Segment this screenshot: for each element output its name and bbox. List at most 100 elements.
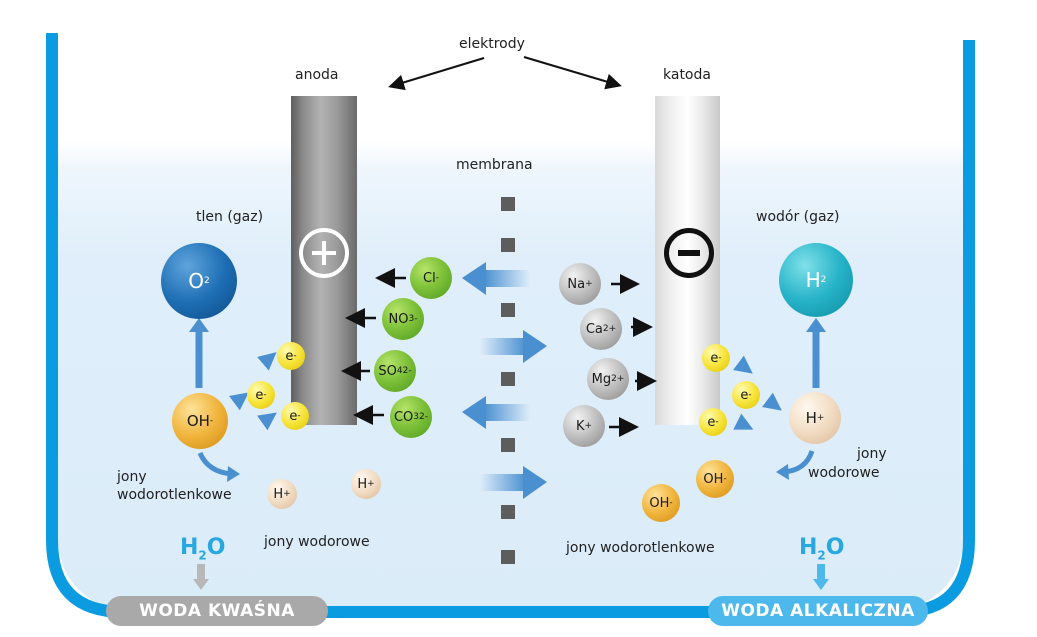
plus-icon xyxy=(299,228,349,278)
ion-charge: - xyxy=(209,416,214,426)
oxygen-gas-label: tlen (gaz) xyxy=(196,209,264,225)
electron: e- xyxy=(702,344,730,372)
ion-symbol: NO xyxy=(388,311,409,327)
ion-symbol: Mg xyxy=(591,371,612,387)
anode-label: anoda xyxy=(295,67,339,83)
left-bottom-label: jony wodorowe xyxy=(264,534,370,550)
o2-subscript: 2 xyxy=(204,276,210,286)
minus-icon xyxy=(664,228,714,278)
electron-charge: - xyxy=(715,417,719,427)
acidic-water-badge: WODA KWAŚNA xyxy=(106,596,328,626)
flow-arrow-left xyxy=(462,396,530,429)
ion-charge: + xyxy=(585,279,593,289)
ion-symbol: OH xyxy=(703,471,724,487)
membrane-segment xyxy=(501,303,515,317)
ion-symbol: H xyxy=(357,476,368,492)
ion-subscript: 3 xyxy=(413,412,420,422)
membrane-segment xyxy=(501,505,515,519)
electron-arrow xyxy=(257,352,277,371)
electron-symbol: e xyxy=(740,387,749,403)
membrane-label: membrana xyxy=(456,157,533,173)
ion-charge: + xyxy=(816,413,825,423)
right-ion-label-line1: jony xyxy=(857,446,887,462)
flow-arrow-left xyxy=(462,262,530,295)
electron-charge: - xyxy=(263,390,267,400)
hydroxide-ion: OH- xyxy=(696,460,734,498)
electron-symbol: e xyxy=(710,350,719,366)
curved-arrow-left xyxy=(197,451,233,477)
electron-charge: - xyxy=(748,390,752,400)
ion-charge: - xyxy=(414,314,418,324)
electron: e- xyxy=(277,342,305,370)
electron-charge: - xyxy=(297,411,301,421)
ion-subscript: 3 xyxy=(408,314,415,324)
water-label-left: H2O xyxy=(180,535,225,562)
ion-charge: 2+ xyxy=(602,324,617,334)
ion-symbol: OH xyxy=(649,495,670,511)
cation-sodium: Na+ xyxy=(559,263,601,305)
water-o: O xyxy=(825,535,845,560)
cation-potassium: K+ xyxy=(563,405,605,447)
right-ion-label-line2: wodorowe xyxy=(808,465,880,481)
pointer-arrow-anode xyxy=(388,57,485,91)
ion-charge: 2- xyxy=(419,412,429,422)
hydrogen-gas-label: wodór (gaz) xyxy=(756,209,840,225)
cathode-label: katoda xyxy=(663,67,711,83)
electron-charge: - xyxy=(293,351,297,361)
ion-charge: - xyxy=(669,498,673,508)
electron-arrow xyxy=(229,392,249,411)
ion-charge: - xyxy=(435,273,439,283)
ion-symbol: SO xyxy=(378,363,397,379)
electrodes-label: elektrody xyxy=(459,36,525,52)
electron: e- xyxy=(247,381,275,409)
membrane-segment xyxy=(501,197,515,211)
ion-charge: 2+ xyxy=(611,374,625,384)
ion-symbol: Cl xyxy=(423,270,436,286)
hydrogen-ion: H+ xyxy=(351,469,381,499)
ion-symbol: H xyxy=(805,409,817,427)
electron-symbol: e xyxy=(707,414,716,430)
electron-symbol: e xyxy=(255,387,264,403)
ion-charge: + xyxy=(584,421,593,431)
ion-charge: 2- xyxy=(402,366,412,376)
water-h: H xyxy=(799,535,818,560)
water-sub: 2 xyxy=(198,548,207,563)
hydroxide-ion: OH- xyxy=(642,484,680,522)
hydrogen-ion: H+ xyxy=(267,479,297,509)
electron-arrow xyxy=(762,392,782,411)
anion-chloride: Cl- xyxy=(410,257,452,299)
electron: e- xyxy=(732,381,760,409)
ion-symbol: Ca xyxy=(585,321,603,337)
left-ion-label-line1: jony xyxy=(117,469,147,485)
water-sub: 2 xyxy=(817,548,826,563)
water-down-arrow-right xyxy=(813,564,829,590)
ion-symbol: OH xyxy=(186,412,210,430)
membrane-segment xyxy=(501,550,515,564)
ion-charge: + xyxy=(283,489,291,499)
water-label-right: H2O xyxy=(799,535,844,562)
electron-symbol: e xyxy=(289,408,298,424)
membrane-segment xyxy=(501,438,515,452)
electron-symbol: e xyxy=(285,348,294,364)
electron-arrow xyxy=(733,413,754,430)
ion-symbol: CO xyxy=(393,409,414,425)
h2-subscript: 2 xyxy=(820,275,827,285)
ion-symbol: K xyxy=(575,418,585,434)
hydroxide-ion: OH- xyxy=(172,393,228,449)
flow-arrow-right xyxy=(480,330,547,363)
electron-arrow xyxy=(257,412,277,431)
water-h: H xyxy=(180,535,199,560)
left-ion-label-line2: wodorotlenkowe xyxy=(117,487,232,503)
flow-arrow-right xyxy=(480,466,547,499)
o2-symbol: O xyxy=(188,269,204,293)
ion-subscript: 4 xyxy=(396,366,403,376)
membrane-segment xyxy=(501,372,515,386)
water-o: O xyxy=(206,535,226,560)
